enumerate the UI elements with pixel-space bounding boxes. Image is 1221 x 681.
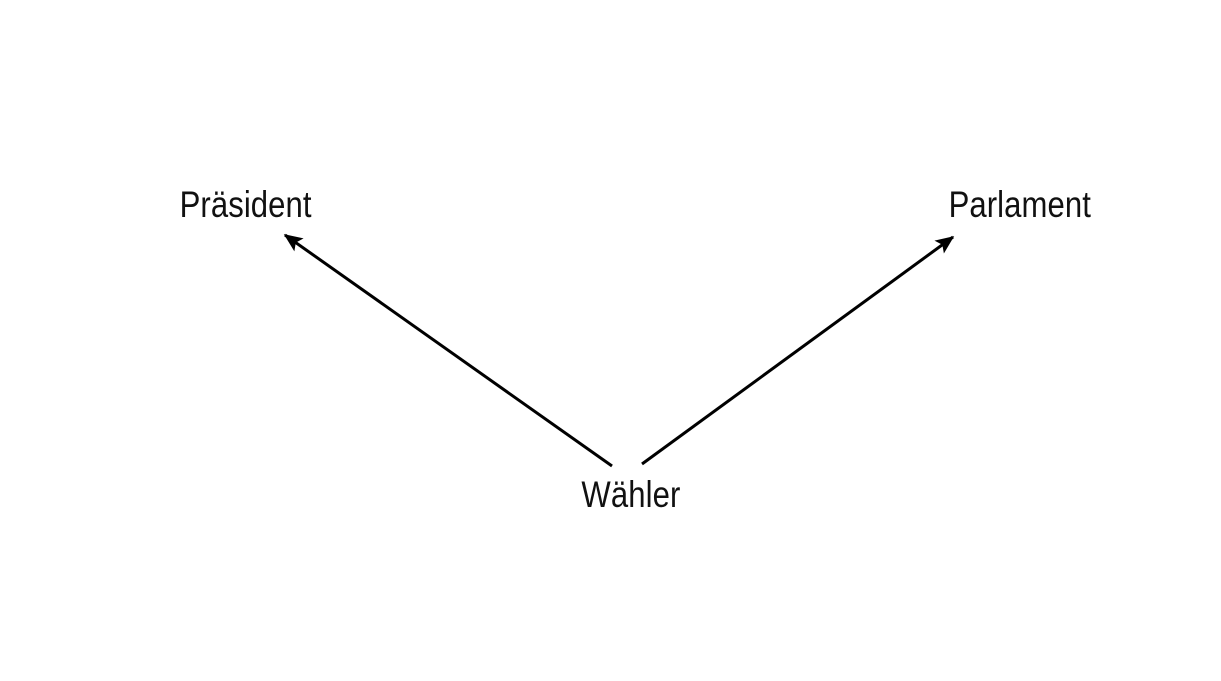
node-label-praesident: Präsident — [179, 184, 312, 225]
arrow-waehler-to-praesident — [283, 233, 613, 468]
node-label-parlament: Parlament — [948, 184, 1091, 225]
node-label-waehler: Wähler — [581, 474, 681, 515]
arrow-waehler-to-parlament — [641, 235, 955, 466]
